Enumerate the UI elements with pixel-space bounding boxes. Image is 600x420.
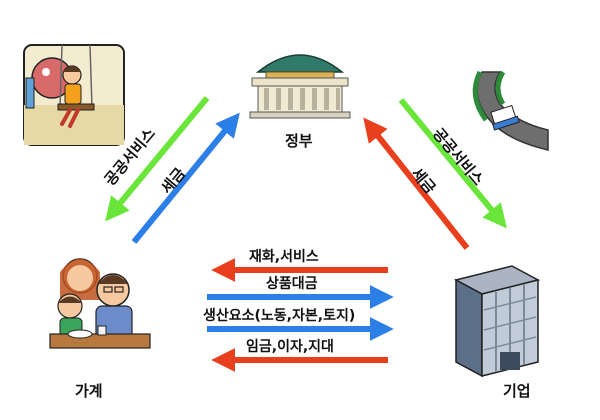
production-factors-label: 생산요소(노동,자본,토지) [203,308,356,324]
government-building-icon [249,54,351,119]
truck-road-illustration [472,70,549,151]
household-label: 가계 [75,382,103,400]
arrow-public-service-to-firm [398,98,507,229]
factor-income-label: 임금,이자,지대 [246,339,334,355]
child-swing-illustration [23,44,125,146]
firm-label: 기업 [503,382,531,400]
office-building-icon [453,265,541,378]
goods-payment-label: 상품대금 [266,276,318,292]
government-label: 정부 [285,132,313,150]
goods-services-label: 재화,서비스 [249,249,319,265]
family-table-illustration [49,258,151,349]
arrow-tax-from-firm [363,117,470,250]
arrow-tax-from-household [131,112,240,244]
arrow-public-service-to-household [105,96,210,222]
